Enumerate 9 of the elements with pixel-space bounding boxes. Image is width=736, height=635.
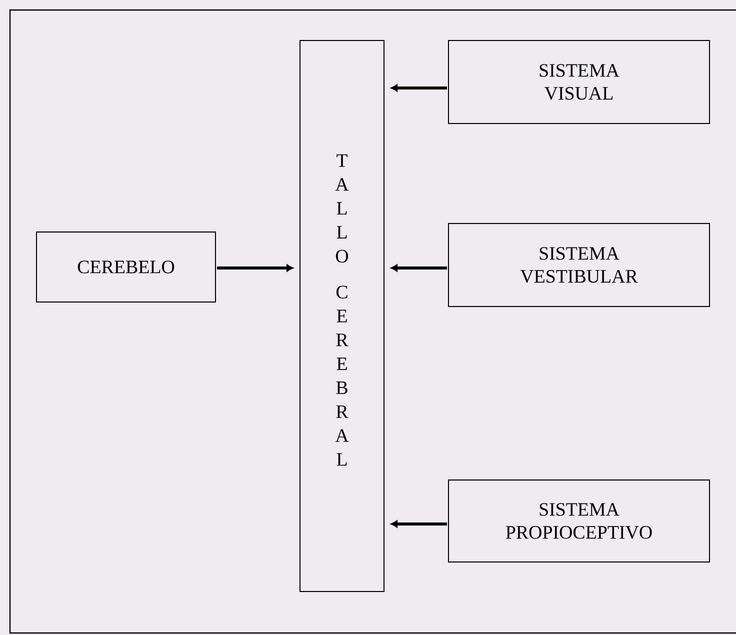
arrow xyxy=(217,264,294,272)
brainstem-box: TALLO CEREBRAL xyxy=(300,40,384,592)
system-box: SISTEMA VISUAL xyxy=(448,40,710,124)
system-box: CEREBELO xyxy=(36,232,216,302)
arrow xyxy=(390,264,447,272)
system-box: SISTEMA VESTIBULAR xyxy=(448,223,710,307)
arrow xyxy=(390,520,447,528)
system-box: SISTEMA PROPIOCEPTIVO xyxy=(448,480,710,562)
arrow xyxy=(390,84,447,92)
